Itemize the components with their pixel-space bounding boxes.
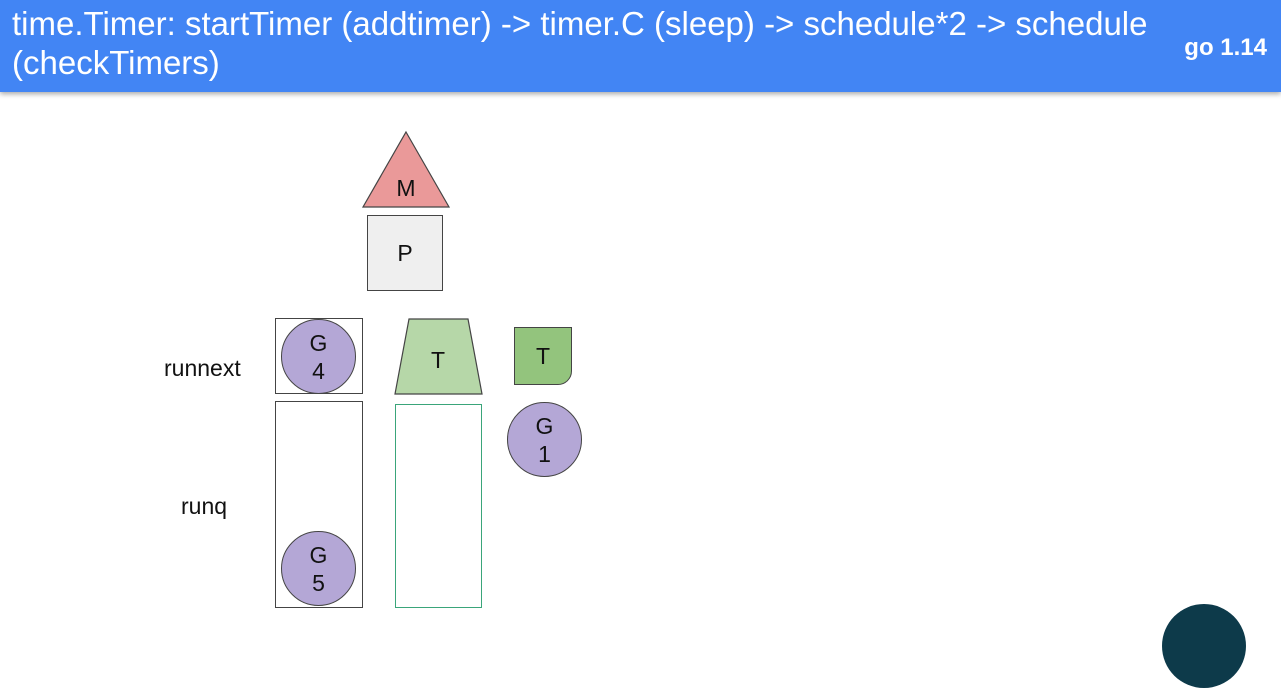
goroutine-id: 1 bbox=[538, 440, 551, 467]
go-version-label: go 1.14 bbox=[1184, 34, 1267, 61]
dark-circle-decoration bbox=[1162, 604, 1246, 688]
goroutine-letter: G bbox=[535, 412, 554, 439]
goroutine-id: 4 bbox=[312, 357, 325, 384]
goroutine-runq: G 5 bbox=[281, 531, 356, 606]
machine-triangle bbox=[361, 130, 451, 208]
goroutine-letter: G bbox=[309, 329, 328, 356]
timer-card: T bbox=[514, 327, 572, 385]
machine-label: M bbox=[396, 174, 416, 201]
slide-title: time.Timer: startTimer (addtimer) -> tim… bbox=[12, 5, 1148, 81]
timers-heap-label: T bbox=[430, 346, 446, 373]
timers-heap-trapezoid bbox=[394, 318, 483, 395]
goroutine-runnext: G 4 bbox=[281, 319, 356, 394]
runq-box bbox=[275, 401, 363, 608]
timers-queue-box bbox=[395, 404, 482, 608]
goroutine-id: 5 bbox=[312, 569, 325, 596]
runq-label: runq bbox=[181, 493, 228, 519]
processor-box: P bbox=[367, 215, 443, 291]
slide-header: time.Timer: startTimer (addtimer) -> tim… bbox=[0, 0, 1281, 92]
goroutine-waiting: G 1 bbox=[507, 402, 582, 477]
goroutine-letter: G bbox=[309, 541, 328, 568]
runnext-label: runnext bbox=[164, 355, 241, 381]
